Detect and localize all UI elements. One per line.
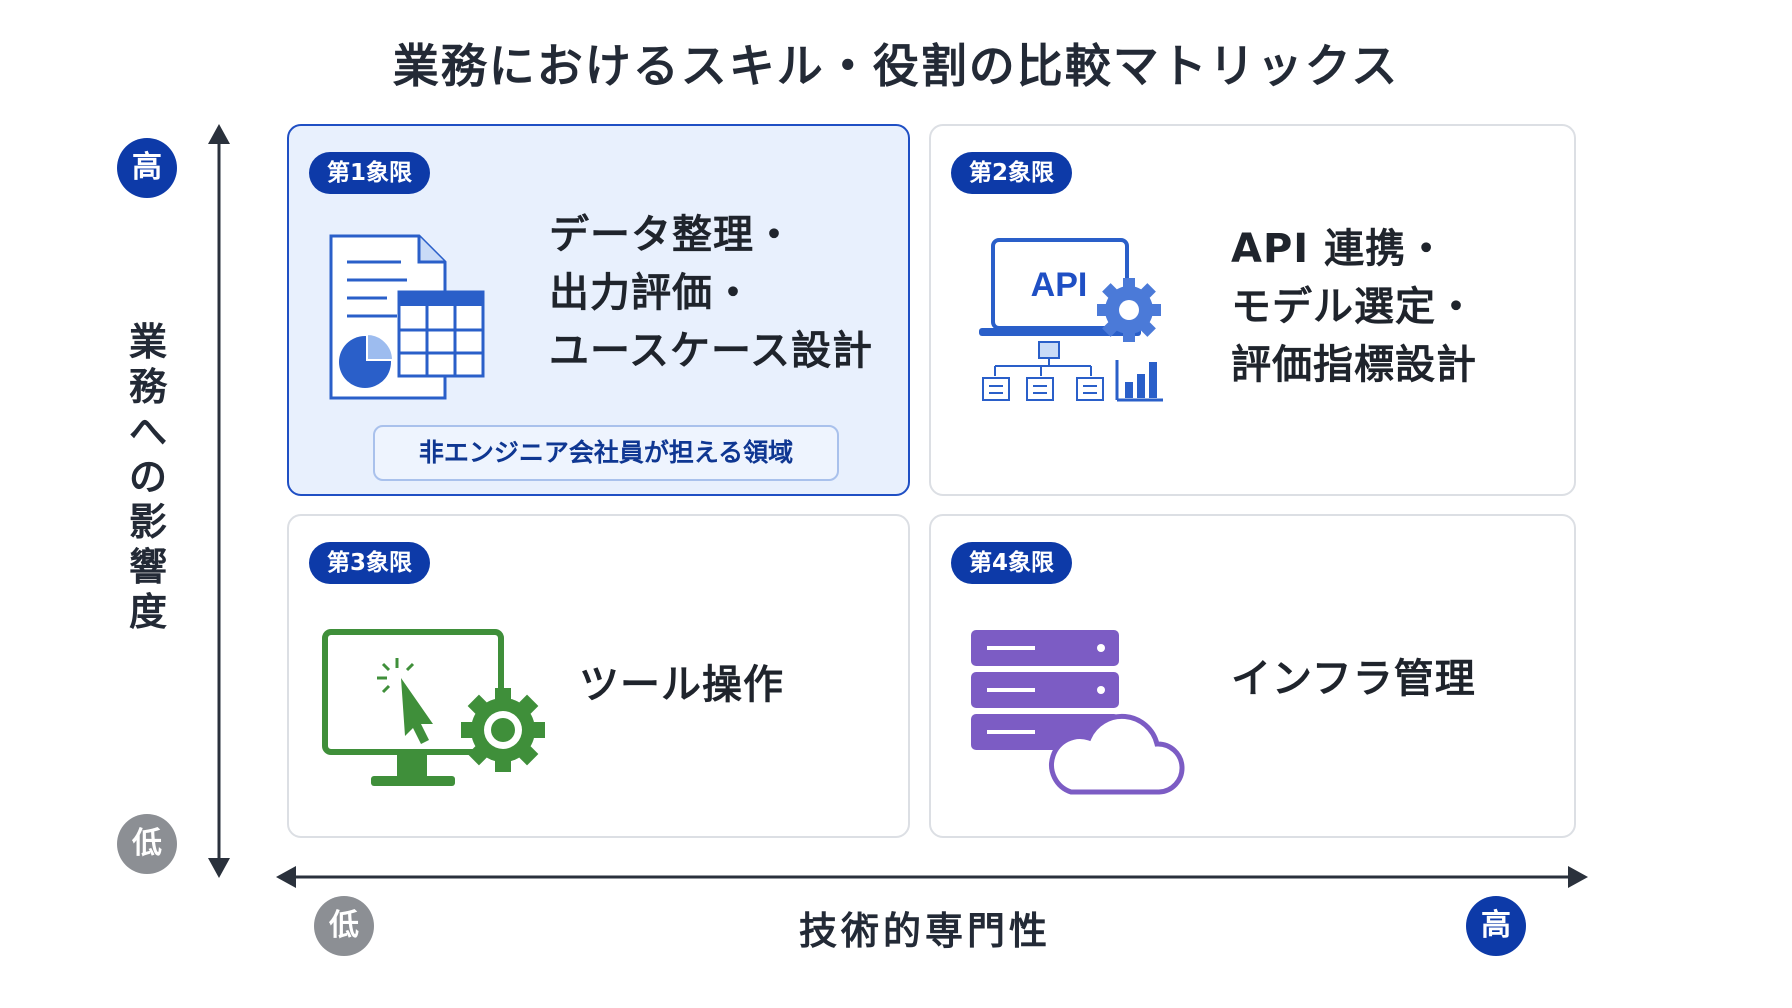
quadrant-2-line: API 連携・ <box>1231 226 1448 272</box>
bar-chart-icon <box>1115 360 1163 402</box>
quadrant-4-line: インフラ管理 <box>1231 656 1476 702</box>
quadrant-1-text: データ整理・ 出力評価・ ユースケース設計 <box>549 206 873 380</box>
quadrant-3-text: ツール操作 <box>579 656 784 714</box>
gear-icon <box>461 688 545 772</box>
y-axis-high-marker: 高 <box>117 138 177 198</box>
api-label: API <box>1031 266 1088 304</box>
quadrant-4-text: インフラ管理 <box>1231 650 1476 708</box>
quadrant-1-line: 出力評価・ <box>549 270 754 316</box>
y-axis-arrow <box>208 124 230 878</box>
quadrant-2-badge: 第2象限 <box>951 152 1073 194</box>
quadrant-2-text: API 連携・ モデル選定・ 評価指標設計 <box>1231 220 1477 394</box>
y-axis-label-char: 影 <box>128 500 167 544</box>
quadrant-1-note: 非エンジニア会社員が担える領域 <box>373 425 839 481</box>
quadrant-4: 第4象限 インフラ管理 <box>929 514 1576 838</box>
quadrant-3-line: ツール操作 <box>579 662 784 708</box>
monitor-click-icon <box>322 629 545 786</box>
quadrant-3-badge: 第3象限 <box>309 542 431 584</box>
x-axis-arrow <box>276 866 1588 888</box>
x-axis-label: 技術的専門性 <box>798 909 1051 953</box>
y-axis-label-char: の <box>128 455 167 499</box>
quadrant-3: 第3象限 ツール操作 <box>287 514 910 838</box>
page-title: 業務におけるスキル・役割の比較マトリックス <box>392 39 1400 93</box>
gear-icon <box>1097 278 1161 342</box>
y-axis-label-char: へ <box>128 410 167 454</box>
y-axis-label-char: 響 <box>128 545 167 589</box>
quadrant-1-line: データ整理・ <box>549 212 795 258</box>
cursor-icon <box>377 658 433 744</box>
quadrant-2: 第2象限 API <box>929 124 1576 496</box>
quadrant-2-line: モデル選定・ <box>1231 284 1477 330</box>
cloud-icon <box>1049 713 1185 795</box>
server-icon <box>971 630 1119 750</box>
y-axis-low-marker: 低 <box>117 814 177 874</box>
quadrant-2-line: 評価指標設計 <box>1231 342 1477 388</box>
api-laptop-icon: API <box>979 238 1163 402</box>
quadrant-1-badge: 第1象限 <box>309 152 431 194</box>
x-axis-low-marker: 低 <box>314 896 374 956</box>
quadrant-4-badge: 第4象限 <box>951 542 1073 584</box>
y-axis-label-char: 業 <box>128 320 167 364</box>
server-cloud-icon <box>971 630 1185 795</box>
y-axis-label-char: 度 <box>128 590 167 634</box>
y-axis-label-char: 務 <box>128 365 167 409</box>
document-spreadsheet-icon <box>329 234 485 400</box>
y-axis-label: 業 務 へ の 影 響 度 <box>120 320 176 635</box>
quadrant-1: 第1象限 データ整理・ 出力評価・ ユースケース設計 非エンジニア会社員が担える… <box>287 124 910 496</box>
quadrant-1-line: ユースケース設計 <box>549 328 873 374</box>
x-axis-high-marker: 高 <box>1466 896 1526 956</box>
